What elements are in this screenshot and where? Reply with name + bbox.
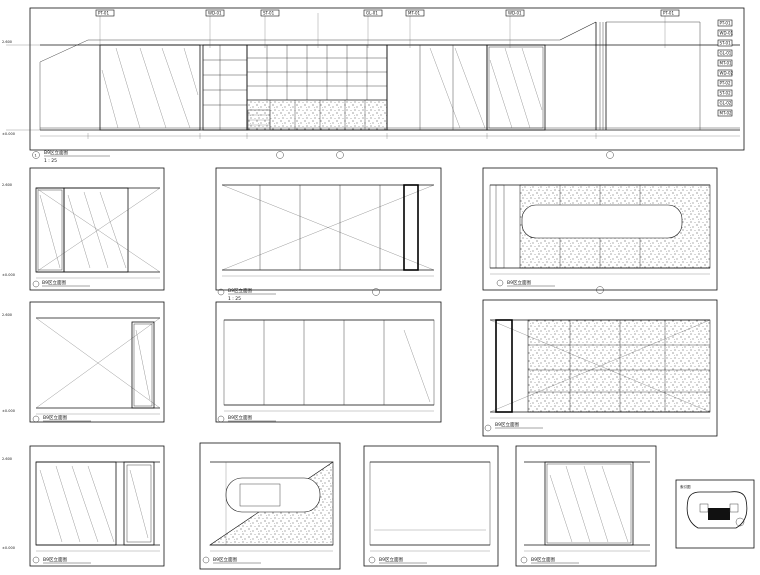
wall-panel xyxy=(386,44,488,131)
elevation-view-11 xyxy=(515,445,657,567)
svg-text:1 : 25: 1 : 25 xyxy=(228,296,241,302)
svg-text:B9区立面图: B9区立面图 xyxy=(531,556,555,563)
view-title-2: B9区立面图 xyxy=(32,279,90,288)
shelf-unit xyxy=(202,44,248,131)
material-tags-view-1: PT-01 WD-01 ST-01 GL-01 MT-01 WD-01 PT-0… xyxy=(95,9,680,17)
svg-text:B9区立面图: B9区立面图 xyxy=(228,414,252,421)
view-title-5: B9区立面图 xyxy=(32,414,91,423)
svg-text:GL-02: GL-02 xyxy=(720,101,732,106)
level-markers: 2.600 ±0.000 2.600 ±0.000 2.600 ±0.000 2… xyxy=(2,40,15,550)
view-title-9: B9区立面图 xyxy=(202,556,261,564)
svg-text:PT-02: PT-02 xyxy=(720,81,731,86)
key-plan: 索引图 xyxy=(675,479,755,549)
svg-text:ST-01: ST-01 xyxy=(720,41,732,46)
elevation-view-7 xyxy=(482,299,718,437)
elevation-view-3 xyxy=(215,167,442,296)
elevation-view-8 xyxy=(29,445,165,567)
tag-label: PT-01 xyxy=(98,11,109,16)
tag-label: PT-01 xyxy=(663,11,674,16)
elevation-view-10 xyxy=(363,445,499,567)
elevation-view-9 xyxy=(199,442,341,570)
view-title-6: B9区立面图 xyxy=(217,414,276,423)
view-title-3: B9区立面图 1 : 25 xyxy=(217,287,276,302)
svg-text:B9区立面图: B9区立面图 xyxy=(43,556,67,563)
view-frame xyxy=(29,7,745,151)
elevation-view-4 xyxy=(482,167,718,294)
svg-text:B9区立面图: B9区立面图 xyxy=(495,421,519,428)
view-title-7: B9区立面图 xyxy=(484,421,543,432)
svg-text:ST-02: ST-02 xyxy=(720,91,732,96)
tag-label: WD-01 xyxy=(508,11,522,16)
svg-text:±0.000: ±0.000 xyxy=(2,409,15,413)
glass-panel xyxy=(99,44,201,131)
svg-text:B9区立面图: B9区立面图 xyxy=(379,556,403,563)
elevation-view-6 xyxy=(215,301,442,423)
elevation-view-2 xyxy=(29,167,165,291)
section-marker xyxy=(606,151,614,159)
material-legend: PT-01 WD-01 ST-01 GL-01 MT-01 WD-02 PT-0… xyxy=(717,19,734,117)
svg-text:2.600: 2.600 xyxy=(2,313,12,317)
svg-text:2.600: 2.600 xyxy=(2,183,12,187)
svg-text:GL-01: GL-01 xyxy=(720,51,732,56)
svg-text:MT-02: MT-02 xyxy=(720,111,733,116)
svg-text:B9区立面图: B9区立面图 xyxy=(213,556,237,563)
elevation-view-5 xyxy=(29,301,165,423)
svg-text:B9区立面图: B9区立面图 xyxy=(43,414,67,421)
elevation-view-1 xyxy=(6,7,745,159)
svg-text:WD-01: WD-01 xyxy=(720,31,734,36)
tag-label: ST-01 xyxy=(263,11,275,16)
view-title-8: B9区立面图 xyxy=(32,556,91,564)
section-marker xyxy=(336,151,344,159)
svg-text:WD-02: WD-02 xyxy=(720,71,734,76)
svg-text:B9区立面图: B9区立面图 xyxy=(507,279,531,286)
svg-text:2.600: 2.600 xyxy=(2,40,12,44)
svg-text:B9区立面图: B9区立面图 xyxy=(42,279,66,286)
svg-text:索引图: 索引图 xyxy=(680,484,691,489)
tag-label: WD-01 xyxy=(208,11,222,16)
view-title-1: 1 B9区立面图 1 : 25 xyxy=(32,149,110,164)
svg-text:B9区立面图: B9区立面图 xyxy=(44,149,68,156)
section-marker xyxy=(276,151,284,159)
tag-label: MT-01 xyxy=(408,11,421,16)
view-title-4: B9区立面图 xyxy=(496,279,555,287)
svg-text:±0.000: ±0.000 xyxy=(2,273,15,277)
svg-text:B9区立面图: B9区立面图 xyxy=(228,287,252,294)
svg-text:1: 1 xyxy=(35,154,37,158)
svg-text:MT-01: MT-01 xyxy=(720,61,733,66)
svg-text:±0.000: ±0.000 xyxy=(2,546,15,550)
svg-text:1 : 25: 1 : 25 xyxy=(44,158,57,164)
svg-text:2.600: 2.600 xyxy=(2,457,12,461)
tag-label: GL-01 xyxy=(366,11,378,16)
svg-text:±0.000: ±0.000 xyxy=(2,132,15,136)
view-title-10: B9区立面图 xyxy=(368,556,427,564)
view-title-11: B9区立面图 xyxy=(520,556,579,564)
svg-text:PT-01: PT-01 xyxy=(720,21,731,26)
